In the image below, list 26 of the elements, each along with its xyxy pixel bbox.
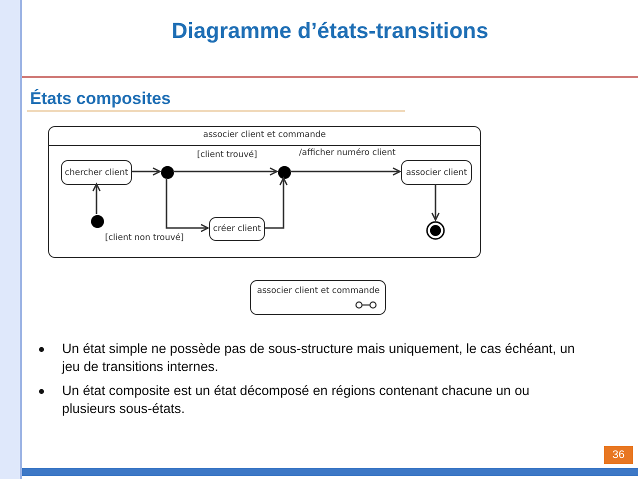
state-dot <box>91 215 104 228</box>
composite-state-box <box>250 280 386 315</box>
transition-arrow <box>131 167 161 176</box>
edge-label: [client trouvé] <box>196 150 258 161</box>
section-heading: États composites <box>30 89 171 109</box>
transition-arrow <box>166 178 209 232</box>
state-name: associer client et commande <box>202 130 327 140</box>
state-dot <box>278 166 291 179</box>
transition-arrow <box>92 183 101 214</box>
transition-arrow <box>264 177 288 229</box>
state-box: chercher client <box>61 160 132 185</box>
transition-arrow <box>173 167 278 176</box>
state-box: créer client <box>209 217 265 241</box>
edge-label: /afficher numéro client <box>298 148 397 159</box>
bullet-text: Un état simple ne possède pas de sous-structure mais uniquement, le cas échéant, un jeu de transitions internes. <box>62 340 576 376</box>
composite-state-frame <box>48 126 481 258</box>
bullet-text: Un état composite est un état décomposé en régions contenant chacune un ou plusieurs sous-états. <box>62 382 530 418</box>
transition-arrow <box>290 167 401 176</box>
state-name: associer client et commande <box>257 286 380 296</box>
slide-title: Diagramme d’états-transitions <box>172 18 488 43</box>
transition-arrow <box>431 184 440 221</box>
edge-label: [client non trouvé] <box>104 233 185 244</box>
final-state-symbol <box>426 221 445 240</box>
page-number: 36 <box>604 446 633 464</box>
state-dot <box>161 166 174 179</box>
state-box: associer client <box>401 160 472 185</box>
